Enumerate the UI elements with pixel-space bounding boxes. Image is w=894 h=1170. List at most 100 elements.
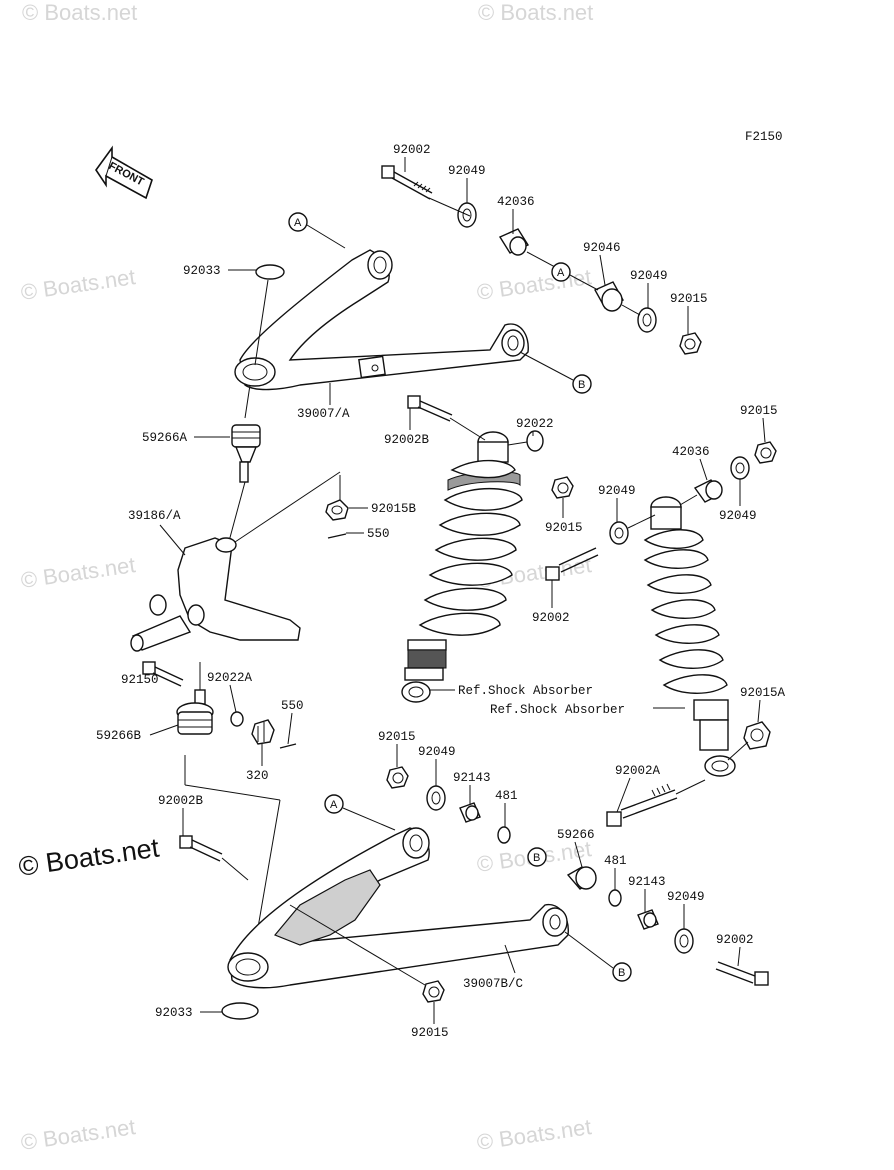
nut-92015-top <box>679 332 702 355</box>
part-label: 481 <box>604 854 627 868</box>
part-label: 59266A <box>142 431 188 445</box>
bolt-92002b-low <box>179 835 223 862</box>
part-label: 550 <box>367 527 390 541</box>
nut-92015-right <box>754 441 777 464</box>
part-label: 92022 <box>516 417 554 431</box>
nut-92015-low <box>386 766 409 789</box>
ball-joint-59266 <box>566 866 597 890</box>
part-label: 92033 <box>183 264 221 278</box>
front-arrow-icon: FRONT <box>95 145 153 200</box>
bolt-92002-low <box>715 961 769 986</box>
watermark: © Boats.net <box>19 264 137 305</box>
part-label: 39186/A <box>128 509 181 523</box>
lower-a-arm <box>227 827 569 989</box>
watermark: © Boats.net <box>478 0 593 25</box>
watermark: © Boats.net <box>19 552 137 593</box>
shock-absorber-left <box>401 431 523 703</box>
bolt-92002b-top <box>407 395 453 422</box>
part-label: 92015 <box>378 730 416 744</box>
nut-92015a <box>743 721 771 750</box>
washer-92049 <box>426 785 446 811</box>
part-label: 92033 <box>155 1006 193 1020</box>
part-label: 92015 <box>740 404 778 418</box>
collar-42036-right <box>693 479 723 503</box>
upper-a-arm <box>234 249 529 391</box>
nut-92015-bottom <box>422 980 445 1003</box>
watermark: © Boats.net <box>22 0 137 25</box>
part-label: 92002B <box>158 794 204 808</box>
part-labels: 92002 92049 42036 92046 92049 92015 9203… <box>96 143 786 1040</box>
washer-92049 <box>637 307 657 333</box>
callout-b-label: B <box>618 967 625 979</box>
part-label: 92002 <box>532 611 570 625</box>
washer-92022 <box>526 430 544 452</box>
part-label: 481 <box>495 789 518 803</box>
ref-label: Ref.Shock Absorber <box>490 703 625 717</box>
callout-a <box>551 262 571 282</box>
shock-absorber-right <box>643 496 736 777</box>
part-label: 92049 <box>598 484 636 498</box>
part-label: 92049 <box>719 509 757 523</box>
snap-ring-481 <box>608 889 622 907</box>
part-label: 59266 <box>557 828 595 842</box>
washer-92049 <box>730 456 750 480</box>
watermark: © Boats.net <box>19 1114 137 1155</box>
bushing-92046 <box>594 281 624 312</box>
callout-a-label: A <box>330 799 338 811</box>
part-label: 39007/A <box>297 407 350 421</box>
watermark: © Boats.net <box>475 264 593 305</box>
bolt-92150 <box>142 661 184 687</box>
nut-92015-mid <box>551 476 574 499</box>
ball-joint-59266a <box>231 424 261 483</box>
cotter-pin-550 <box>327 533 347 539</box>
part-label: 92002 <box>393 143 431 157</box>
washer-92022a <box>230 711 244 727</box>
castle-nut-320 <box>251 719 275 745</box>
part-label: 320 <box>246 769 269 783</box>
bolt-92002a <box>606 783 678 827</box>
collar-92143 <box>459 802 481 823</box>
ref-label: Ref.Shock Absorber <box>458 684 593 698</box>
washer-92049 <box>674 928 694 954</box>
part-label: 92015A <box>740 686 786 700</box>
cotter-pin-550 <box>279 743 297 749</box>
callout-a <box>324 794 344 814</box>
watermark-main: © Boats.net <box>17 832 162 881</box>
part-label: 92049 <box>667 890 705 904</box>
part-label: 92015B <box>371 502 417 516</box>
snap-ring-92033 <box>221 1002 259 1020</box>
part-label: 92049 <box>418 745 456 759</box>
bolt-92002-mid <box>545 547 599 581</box>
figure-code: F2150 <box>745 130 783 144</box>
part-label: 92002B <box>384 433 430 447</box>
callout-b-label: B <box>533 852 540 864</box>
part-label: 92015 <box>411 1026 449 1040</box>
ball-joint-59266b <box>176 689 214 735</box>
part-label: 42036 <box>497 195 535 209</box>
part-label: 39007B/C <box>463 977 523 991</box>
part-label: 92022A <box>207 671 253 685</box>
callout-b-label: B <box>578 379 585 391</box>
part-label: 92150 <box>121 673 159 687</box>
watermark: © Boats.net <box>475 1114 593 1155</box>
part-label: 550 <box>281 699 304 713</box>
callout-a-label: A <box>557 267 565 279</box>
part-label: 59266B <box>96 729 142 743</box>
part-label: 92002A <box>615 764 661 778</box>
part-label: 92015 <box>545 521 583 535</box>
snap-ring-481 <box>497 826 511 844</box>
part-label: 92046 <box>583 241 621 255</box>
callout-b <box>612 962 632 982</box>
part-label: 92143 <box>453 771 491 785</box>
nut-92015b <box>325 499 349 521</box>
callout-a <box>288 212 308 232</box>
callout-a-label: A <box>294 217 302 229</box>
part-label: 92049 <box>630 269 668 283</box>
part-label: 42036 <box>672 445 710 459</box>
part-label: 92049 <box>448 164 486 178</box>
bolt-92002-top <box>381 165 433 200</box>
callout-b <box>527 847 547 867</box>
snap-ring-92033 <box>255 264 285 280</box>
part-label: 92143 <box>628 875 666 889</box>
